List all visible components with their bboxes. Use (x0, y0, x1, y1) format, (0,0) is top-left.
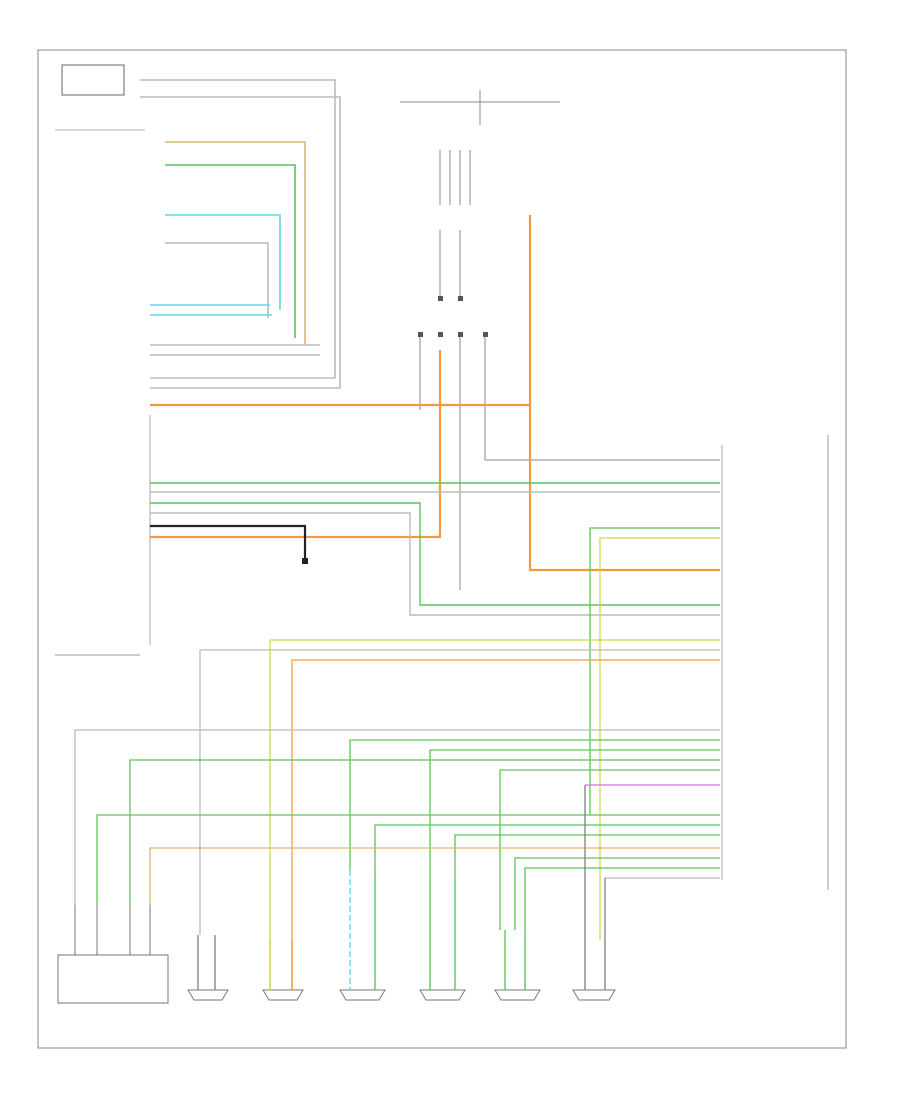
speaker-3 (339, 870, 386, 1001)
diagram-frame (37, 49, 847, 1049)
wires-speaker-harness (74, 729, 720, 935)
speaker-5 (494, 930, 541, 1001)
speaker-4 (419, 880, 466, 1001)
speaker-6 (572, 785, 616, 1001)
antenna-module (55, 64, 145, 131)
wires-amp-outputs (199, 527, 720, 940)
amplifier-module (721, 435, 829, 890)
central-harness (400, 90, 720, 590)
connector-pins (418, 296, 488, 337)
wires-upper-left (140, 79, 341, 389)
speaker-2 (262, 940, 304, 1001)
radio-module (55, 415, 151, 656)
wire-orange-feed (150, 215, 720, 572)
ground-point (302, 558, 308, 564)
subwoofer-enclosure (57, 905, 169, 1004)
wires-radio-to-amp (150, 482, 720, 616)
speaker-1 (187, 935, 229, 1001)
